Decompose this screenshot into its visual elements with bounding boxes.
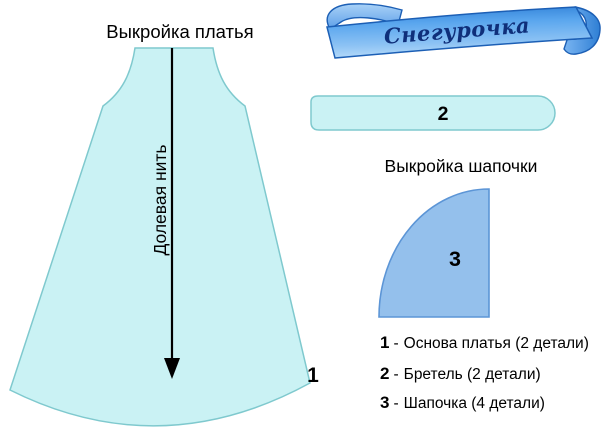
dress-pattern-figure: Долевая нить 1 — [9, 47, 319, 427]
ribbon-right-curl — [563, 6, 601, 55]
dress-pattern-title: Выкройка платья — [106, 21, 254, 42]
hat-piece-number: 3 — [449, 247, 461, 271]
hat-piece-outline — [378, 188, 490, 318]
grain-line-arrowhead-icon — [164, 358, 180, 379]
ribbon-band — [326, 6, 594, 59]
hat-pattern-title: Выкройка шапочки — [384, 156, 538, 176]
snegurochka-banner: Снегурочка — [326, 3, 601, 59]
legend-separator: - — [393, 335, 399, 352]
legend-item-hat: 3-Шапочка (4 детали) — [380, 393, 545, 413]
legend-separator: - — [393, 366, 399, 383]
grain-line-arrow — [164, 48, 180, 379]
legend-number: 1 — [380, 333, 390, 352]
ribbon-left-curl — [326, 3, 403, 30]
dress-piece-number: 1 — [307, 364, 319, 387]
strap-piece-number: 2 — [438, 103, 449, 125]
legend-label: Основа платья (2 детали) — [403, 335, 589, 352]
legend-item-dress: 1-Основа платья (2 детали) — [380, 333, 589, 353]
dress-piece-outline — [9, 47, 311, 427]
strap-piece-outline — [310, 95, 556, 131]
legend-separator: - — [393, 395, 399, 412]
legend-number: 2 — [380, 364, 390, 383]
strap-pattern-figure: 2 — [310, 95, 556, 131]
legend-item-strap: 2-Бретель (2 детали) — [380, 364, 541, 384]
grain-line-label: Долевая нить — [150, 144, 170, 255]
legend-number: 3 — [380, 393, 390, 412]
legend-label: Шапочка (4 детали) — [403, 395, 545, 412]
legend-label: Бретель (2 детали) — [403, 366, 541, 383]
hat-pattern-figure: 3 — [378, 188, 490, 318]
